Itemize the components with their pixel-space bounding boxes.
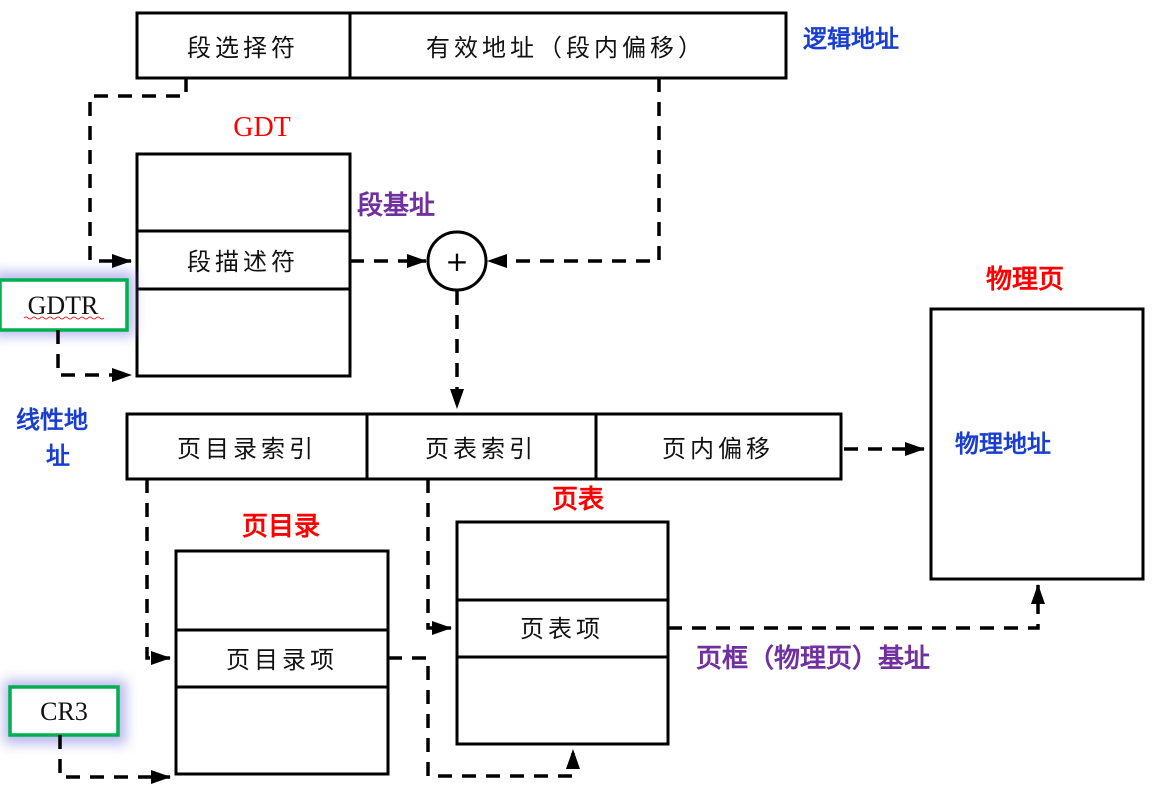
- dir-index-to-dir-entry-arrow: [145, 479, 171, 665]
- segment-selector-text: 段选择符: [187, 34, 299, 62]
- spellcheck-underline: [23, 316, 105, 320]
- page-directory-table: 页目录项: [174, 549, 390, 776]
- dir-entry-to-page-table-arrow: [388, 656, 580, 778]
- page-table-row-top: [455, 520, 670, 602]
- effective-address-field: [348, 11, 788, 80]
- gdt-table: 段描述符: [135, 152, 352, 378]
- linear-address-bar: 页目录索引 页表索引 页内偏移: [125, 412, 843, 481]
- linear-address-label-line1: 线性地: [16, 405, 88, 434]
- offset-to-adder-arrow: [487, 78, 661, 268]
- physical-page-box: [929, 307, 1145, 581]
- page-directory-row-bottom: [174, 685, 390, 776]
- page-directory-index-field: [125, 412, 369, 481]
- page-offset-field: [594, 412, 843, 481]
- cr3-to-page-directory-arrow: [58, 735, 171, 784]
- page-directory-index-text: 页目录索引: [177, 435, 317, 463]
- segment-selector-field: [135, 11, 352, 80]
- gdtr-register: GDTR: [0, 272, 134, 336]
- page-directory-entry-text: 页目录项: [226, 646, 338, 674]
- page-directory-title: 页目录: [242, 512, 320, 542]
- gdt-title: GDT: [233, 112, 291, 143]
- page-table-index-field: [365, 412, 598, 481]
- physical-page-title: 物理页: [986, 265, 1064, 295]
- effective-address-text: 有效地址（段内偏移）: [426, 34, 706, 62]
- table-entry-to-physical-page-arrow: [668, 584, 1045, 630]
- page-table-entry-text: 页表项: [520, 615, 604, 643]
- cr3-text: CR3: [40, 697, 88, 726]
- page-offset-text: 页内偏移: [662, 435, 774, 463]
- gdtr-to-gdt-arrow: [56, 330, 132, 382]
- gdtr-box: [0, 278, 129, 332]
- segment-base-label: 段基址: [357, 190, 435, 221]
- plus-icon: +: [445, 245, 468, 278]
- segment-descriptor-text: 段描述符: [187, 248, 299, 276]
- logical-address-label: 逻辑地址: [803, 24, 899, 53]
- selector-to-gdt-arrow: [88, 78, 188, 268]
- adder: +: [426, 230, 488, 292]
- cr3-box: [8, 685, 120, 737]
- page-frame-base-label: 页框（物理页）基址: [696, 644, 930, 674]
- cr3-register: CR3: [4, 680, 126, 744]
- adder-circle: [426, 230, 488, 292]
- page-directory-row-top: [174, 549, 390, 632]
- gdtr-text: GDTR: [28, 291, 99, 320]
- page-directory-row-entry: [174, 628, 390, 689]
- logical-address-bar: 段选择符 有效地址（段内偏移）: [135, 11, 788, 80]
- page-table-table: 页表项: [455, 520, 670, 746]
- gdt-row-top: [135, 152, 352, 233]
- physical-address-label: 物理地址: [955, 429, 1051, 458]
- linear-address-label-line2: 址: [46, 441, 70, 470]
- page-table-title: 页表: [552, 485, 605, 515]
- page-table-row-bottom: [455, 655, 670, 746]
- gdt-row-bottom: [135, 287, 352, 378]
- page-table-index-text: 页表索引: [425, 435, 537, 463]
- table-index-to-table-entry-arrow: [426, 479, 452, 635]
